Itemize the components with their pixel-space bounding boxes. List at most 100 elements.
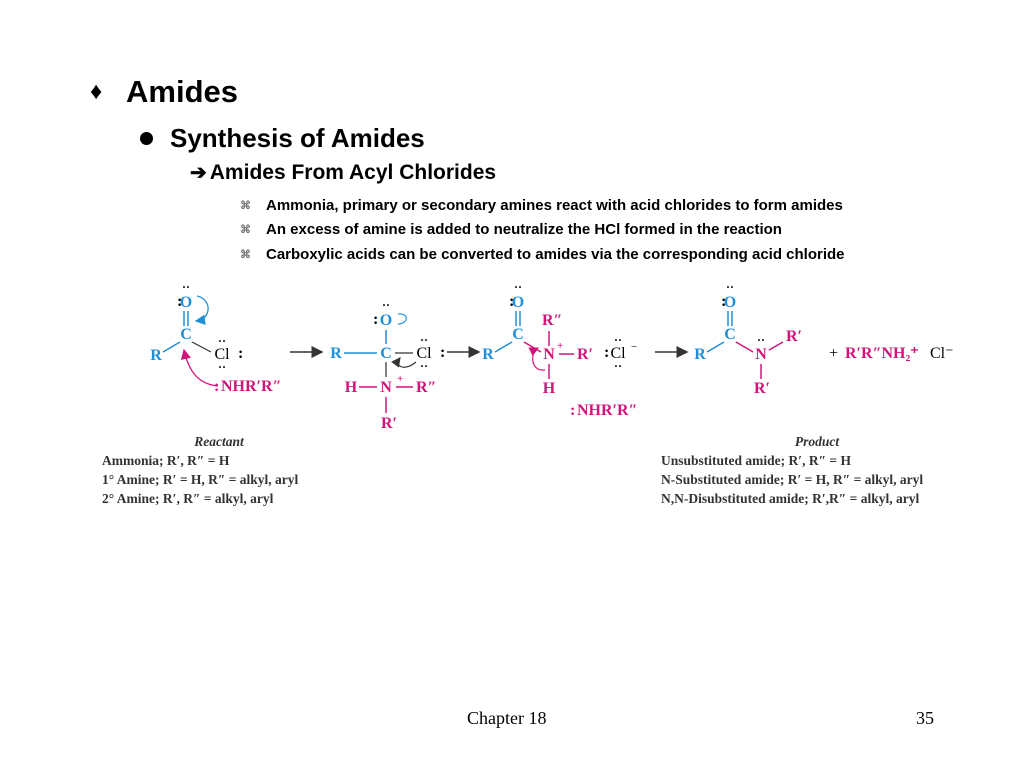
colon-mark: : bbox=[721, 293, 726, 310]
oxygen-atom: O bbox=[380, 312, 392, 329]
point-bullet-icon: ⌘ bbox=[240, 224, 251, 237]
bullet-point: ⌘ An excess of amine is added to neutral… bbox=[240, 218, 845, 243]
product-heading: Product bbox=[795, 434, 841, 449]
arrow-bullet-icon: ➔ bbox=[190, 162, 207, 184]
lone-pair: ·· bbox=[382, 298, 390, 312]
amine-base: NHR′R″ bbox=[577, 402, 637, 419]
r-prime: R′ bbox=[577, 346, 593, 363]
point-text: Carboxylic acids can be converted to ami… bbox=[266, 245, 845, 263]
bond bbox=[768, 341, 784, 351]
negative-charge: − bbox=[631, 341, 637, 353]
reactant-line: Ammonia; R′, R″ = H bbox=[102, 453, 230, 468]
lone-pair: ·· bbox=[614, 359, 622, 373]
lone-pair: ·· bbox=[726, 280, 734, 294]
bond bbox=[494, 341, 513, 353]
lone-pair: ·· bbox=[420, 333, 428, 347]
ammonium-salt: R′R″NH₂⁺ bbox=[845, 345, 919, 362]
chapter-label: Chapter 18 bbox=[467, 708, 547, 728]
colon-mark: : bbox=[238, 345, 243, 362]
r-group: R bbox=[482, 346, 494, 363]
chlorine-atom: Cl bbox=[416, 345, 432, 362]
acyl-chloride-structure: ·· : O C R ·· Cl ·· : : NHR′R″ bbox=[150, 280, 281, 395]
bond bbox=[735, 341, 754, 353]
section-text: Amides From Acyl Chlorides bbox=[209, 160, 497, 184]
section-heading: ➔ Amides From Acyl Chlorides bbox=[190, 160, 496, 185]
point-bullet-icon: ⌘ bbox=[240, 199, 251, 212]
colon-mark: : bbox=[440, 344, 445, 361]
curved-arrow-icon bbox=[180, 348, 219, 387]
oxygen-atom: O bbox=[180, 294, 192, 311]
nitrogen-atom: N bbox=[755, 346, 767, 363]
bond bbox=[191, 341, 212, 353]
page-number: 35 bbox=[916, 708, 934, 728]
bond bbox=[162, 341, 181, 353]
carbon-atom: C bbox=[180, 326, 192, 343]
product-line: Unsubstituted amide; R′, R″ = H bbox=[661, 453, 851, 468]
r-group: R bbox=[694, 346, 706, 363]
reactant-line: 1° Amine; R′ = H, R″ = alkyl, aryl bbox=[102, 472, 299, 487]
bond bbox=[706, 341, 725, 353]
dot-bullet-icon bbox=[140, 132, 153, 145]
nitrogen-atom: N bbox=[543, 346, 555, 363]
product-legend: Product Unsubstituted amide; R′, R″ = H … bbox=[661, 434, 923, 506]
slide-title: ♦ Amides bbox=[90, 74, 238, 110]
colon-mark: : bbox=[177, 293, 182, 310]
colon-mark: : bbox=[509, 293, 514, 310]
r-prime: R′ bbox=[381, 415, 397, 432]
product-line: N-Substituted amide; R′ = H, R″ = alkyl,… bbox=[661, 472, 923, 487]
point-text: Ammonia, primary or secondary amines rea… bbox=[266, 196, 843, 214]
curved-arrow-icon bbox=[194, 295, 209, 326]
positive-charge: + bbox=[397, 373, 403, 385]
curved-arrow-icon bbox=[391, 357, 417, 368]
protonated-amide: ·· : O C R N + R″ R′ H : ·· Cl ·· − : NH… bbox=[482, 280, 637, 419]
colon-mark: : bbox=[373, 311, 378, 328]
title-text: Amides bbox=[126, 74, 238, 109]
lone-pair: ·· bbox=[182, 280, 190, 294]
carbon-atom: C bbox=[724, 326, 736, 343]
lone-pair: ·· bbox=[218, 360, 226, 374]
hydrogen-atom: H bbox=[543, 380, 556, 397]
r-prime: R′ bbox=[786, 328, 802, 345]
diamond-bullet-icon: ♦ bbox=[90, 78, 103, 105]
bullet-points: ⌘ Ammonia, primary or secondary amines r… bbox=[240, 193, 845, 267]
bullet-point: ⌘ Ammonia, primary or secondary amines r… bbox=[240, 193, 845, 218]
reactant-heading: Reactant bbox=[193, 434, 245, 449]
lone-pair: ·· bbox=[614, 333, 622, 347]
r-double-prime: R″ bbox=[416, 379, 436, 396]
oxygen-atom: O bbox=[724, 294, 736, 311]
r-double-prime: R″ bbox=[542, 312, 562, 329]
chloride-ion: Cl bbox=[610, 345, 626, 362]
curved-arrow-icon bbox=[528, 347, 546, 371]
chloride-anion: Cl⁻ bbox=[930, 345, 954, 362]
lone-pair: ·· bbox=[514, 280, 522, 294]
bond bbox=[523, 341, 542, 353]
positive-charge: + bbox=[557, 340, 563, 352]
curved-arrow-icon bbox=[397, 313, 407, 325]
chlorine-atom: Cl bbox=[214, 346, 230, 363]
amine-reagent: NHR′R″ bbox=[221, 378, 281, 395]
colon-mark: : bbox=[214, 378, 219, 395]
r-group: R bbox=[150, 347, 162, 364]
carbon-atom: C bbox=[380, 345, 392, 362]
r-group: R bbox=[330, 345, 342, 362]
hydrogen-atom: H bbox=[345, 379, 358, 396]
nitrogen-atom: N bbox=[380, 379, 392, 396]
r-prime: R′ bbox=[754, 380, 770, 397]
colon-mark: : bbox=[604, 344, 609, 361]
plus-sign: + bbox=[829, 345, 838, 362]
lone-pair: ·· bbox=[420, 359, 428, 373]
oxygen-atom: O bbox=[512, 294, 524, 311]
subtitle-text: Synthesis of Amides bbox=[170, 123, 425, 153]
point-text: An excess of amine is added to neutraliz… bbox=[266, 221, 782, 239]
amide-product: ·· : O C R ·· N R′ R′ + R′R″NH₂⁺ Cl⁻ bbox=[694, 280, 953, 397]
product-line: N,N-Disubstituted amide; R′,R″ = alkyl, … bbox=[661, 491, 919, 506]
bullet-point: ⌘ Carboxylic acids can be converted to a… bbox=[240, 242, 845, 267]
lone-pair: ·· bbox=[757, 333, 765, 347]
tetrahedral-intermediate: : ·· O R C ·· Cl ·· : H N + R″ R′ bbox=[330, 298, 445, 432]
reactant-legend: Reactant Ammonia; R′, R″ = H 1° Amine; R… bbox=[102, 434, 299, 506]
colon-mark: : bbox=[570, 402, 575, 419]
lone-pair: ·· bbox=[218, 334, 226, 348]
carbon-atom: C bbox=[512, 326, 524, 343]
point-bullet-icon: ⌘ bbox=[240, 248, 251, 261]
